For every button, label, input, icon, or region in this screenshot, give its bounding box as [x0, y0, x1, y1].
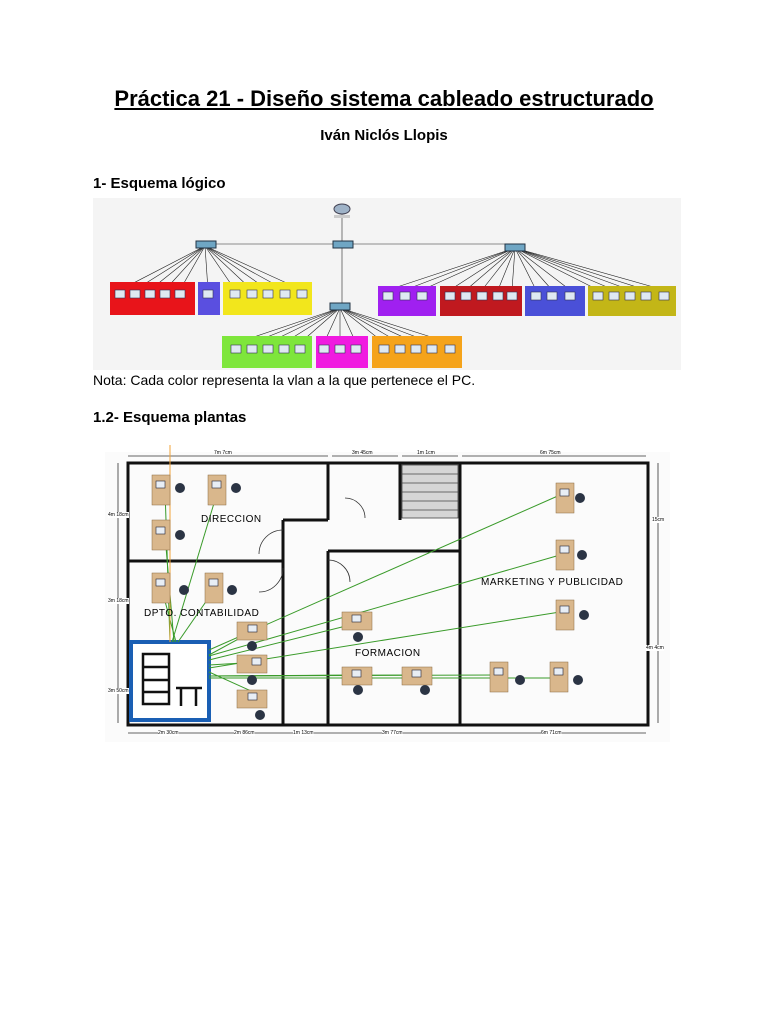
dimension-label: 3m 45cm — [352, 450, 373, 456]
walls — [126, 461, 650, 727]
dimension-label: 2m 30cm — [158, 730, 179, 736]
dimension-label: 3m 77cm — [382, 730, 403, 736]
door-arcs — [258, 497, 366, 593]
vlan-block — [588, 286, 676, 316]
author-name: Iván Niclós Llopis — [320, 127, 448, 144]
dimension-label: 3m 50cm — [108, 688, 129, 694]
desks — [151, 474, 575, 709]
vlan-block — [378, 286, 436, 316]
dimension-label: 4m 18cm — [108, 512, 129, 518]
pc-icons — [114, 289, 670, 354]
dimension-label: 6m 71cm — [541, 730, 562, 736]
room-label-formacion: FORMACION — [355, 648, 421, 659]
section-heading-floors: 1.2- Esquema plantas — [93, 409, 247, 426]
dimension-label: 1m 1cm — [417, 450, 435, 456]
logical-diagram-background — [93, 198, 681, 370]
section-heading-logical: 1- Esquema lógico — [93, 175, 226, 192]
vlan-block — [223, 282, 312, 315]
dimension-label: 3m 18cm — [108, 598, 129, 604]
dimension-label: 6m 75cm — [540, 450, 561, 456]
room-label-direccion: DIRECCION — [201, 514, 262, 525]
vlan-block — [372, 336, 462, 368]
router-icon — [333, 203, 351, 218]
dimension-label: 2m 86cm — [234, 730, 255, 736]
room-label-marketing: MARKETING Y PUBLICIDAD — [481, 577, 624, 588]
switch-icon — [504, 243, 526, 252]
switch-icon — [332, 240, 354, 249]
dimension-label: 4m 4cm — [646, 645, 664, 651]
switch-icon — [195, 240, 217, 249]
room-label-contabilidad: DPTO. CONTABILIDAD — [144, 608, 260, 619]
rack-room — [129, 640, 211, 722]
vlan-block — [222, 336, 312, 368]
dimension-label: 15cm — [652, 517, 665, 523]
stairs — [401, 464, 459, 519]
page-title: Práctica 21 - Diseño sistema cableado es… — [114, 86, 654, 111]
vlan-block — [316, 336, 368, 368]
dimension-lines — [117, 455, 659, 734]
switch-icon — [329, 302, 351, 311]
vlan-block — [110, 282, 195, 315]
vlan-block — [440, 286, 522, 316]
topology-links — [119, 214, 665, 344]
vlan-block — [198, 282, 220, 315]
floor-plan-background — [105, 452, 670, 742]
dimension-label: 7m 7cm — [214, 450, 232, 456]
dimension-label: 1m 13cm — [293, 730, 314, 736]
vlan-block — [525, 286, 585, 316]
vlan-note: Nota: Cada color representa la vlan a la… — [93, 372, 476, 388]
